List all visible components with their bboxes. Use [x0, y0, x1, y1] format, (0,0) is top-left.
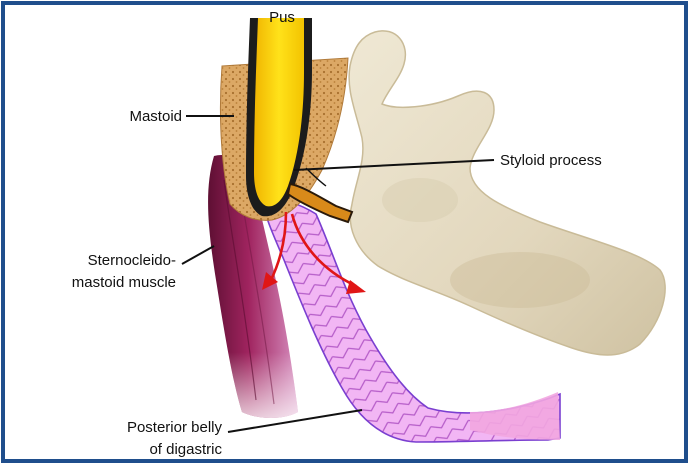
label-mastoid: Mastoid — [129, 108, 182, 125]
label-sternocleidomastoid-1: Sternocleido- — [88, 252, 176, 269]
label-pus: Pus — [269, 9, 295, 26]
label-digastric-1: Posterior belly — [127, 419, 223, 436]
label-styloid-process: Styloid process — [500, 152, 602, 169]
label-sternocleidomastoid-2: mastoid muscle — [72, 274, 176, 291]
mandible-shading-2 — [382, 178, 458, 222]
mandible-shading — [450, 252, 590, 308]
label-digastric-2: of digastric — [149, 441, 222, 458]
